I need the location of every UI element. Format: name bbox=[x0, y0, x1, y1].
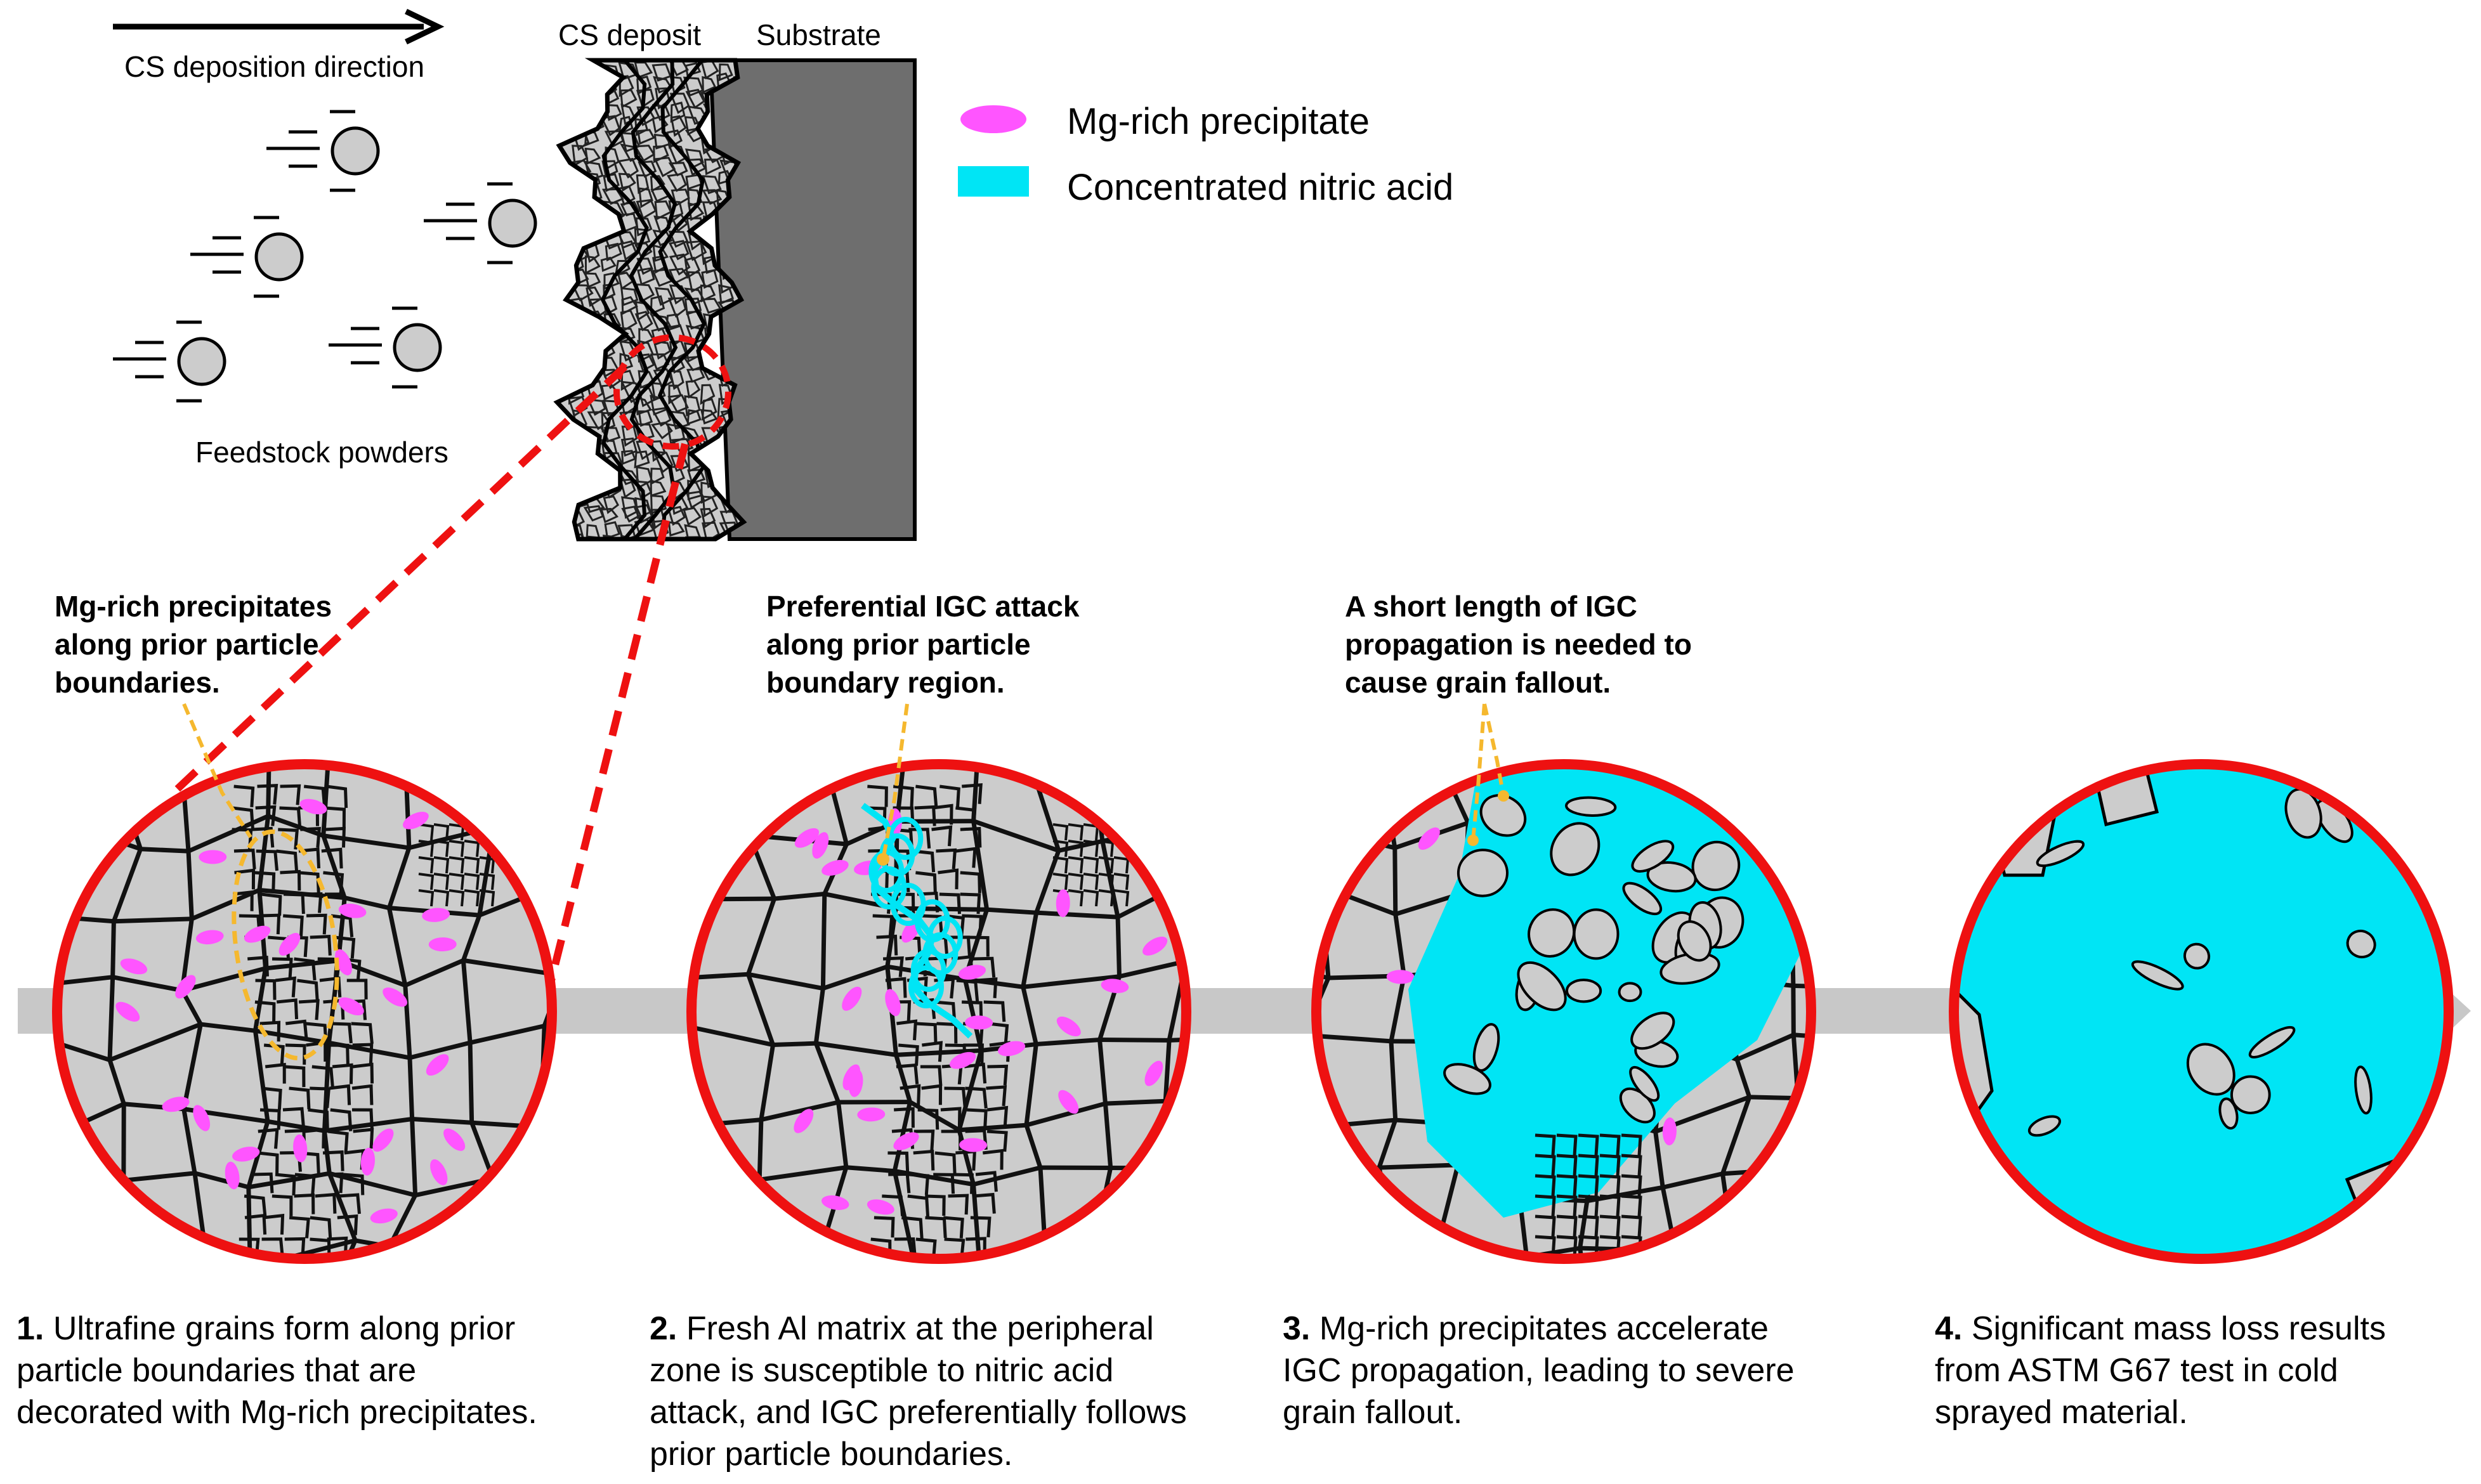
step-3-caption: 3. Mg-rich precipitates accelerate IGC p… bbox=[1283, 1308, 1795, 1433]
step-2-caption: 2. Fresh Al matrix at the peripheral zon… bbox=[650, 1308, 1187, 1475]
stage-3-microstructure bbox=[1233, 676, 1891, 1335]
step-4-number: 4. bbox=[1935, 1310, 1962, 1347]
legend-swatch-precipitate bbox=[960, 105, 1026, 133]
direction-label: CS deposition direction bbox=[124, 49, 424, 84]
callout-3: A short length of IGC propagation is nee… bbox=[1345, 587, 1692, 701]
step-1-caption: 1. Ultrafine grains form along prior par… bbox=[16, 1308, 537, 1433]
callout-2-line: along prior particle bbox=[766, 625, 1079, 663]
deposit-label: CS deposit bbox=[558, 18, 701, 52]
step-1-line: Ultrafine grains form along prior bbox=[53, 1310, 515, 1347]
step-1-line: decorated with Mg-rich precipitates. bbox=[16, 1391, 537, 1433]
particle-icon bbox=[190, 218, 302, 296]
step-4-line: Significant mass loss results bbox=[1972, 1310, 2386, 1347]
step-3-line: IGC propagation, leading to severe bbox=[1283, 1350, 1795, 1391]
step-2-line: Fresh Al matrix at the peripheral bbox=[686, 1310, 1154, 1347]
particle-icon bbox=[424, 184, 535, 263]
step-2-number: 2. bbox=[650, 1310, 677, 1347]
stage-4-microstructure bbox=[1954, 761, 2449, 1262]
callout-3-line: cause grain fallout. bbox=[1345, 663, 1692, 701]
step-2-line: prior particle boundaries. bbox=[650, 1433, 1187, 1475]
feedstock-label: Feedstock powders bbox=[195, 435, 448, 469]
callout-1-line: Mg-rich precipitates bbox=[55, 587, 332, 625]
step-3-line: grain fallout. bbox=[1283, 1391, 1795, 1433]
callout-1-line: boundaries. bbox=[55, 663, 332, 701]
step-4-line: sprayed material. bbox=[1935, 1391, 2386, 1433]
particle-icon bbox=[113, 322, 225, 401]
stage-1-microstructure bbox=[0, 681, 631, 1339]
particle-icon bbox=[266, 112, 378, 190]
legend-label-precipitate: Mg-rich precipitate bbox=[1067, 100, 1370, 143]
step-4-line: from ASTM G67 test in cold bbox=[1935, 1350, 2386, 1391]
step-1-number: 1. bbox=[16, 1310, 44, 1347]
step-3-line: Mg-rich precipitates accelerate bbox=[1319, 1310, 1769, 1347]
cs-deposit-substrate bbox=[557, 60, 915, 560]
callout-3-line: propagation is needed to bbox=[1345, 625, 1692, 663]
callout-1-line: along prior particle bbox=[55, 625, 332, 663]
stage-2-microstructure bbox=[605, 677, 1263, 1341]
callout-2-line: boundary region. bbox=[766, 663, 1079, 701]
callout-2: Preferential IGC attack along prior part… bbox=[766, 587, 1079, 701]
arrow-right-icon bbox=[113, 11, 438, 42]
step-1-line: particle boundaries that are bbox=[16, 1350, 537, 1391]
legend-label-acid: Concentrated nitric acid bbox=[1067, 166, 1453, 209]
step-2-line: attack, and IGC preferentially follows bbox=[650, 1391, 1187, 1433]
callout-3-line: A short length of IGC bbox=[1345, 587, 1692, 625]
step-2-line: zone is susceptible to nitric acid bbox=[650, 1350, 1187, 1391]
step-4-caption: 4. Significant mass loss results from AS… bbox=[1935, 1308, 2386, 1433]
substrate-label: Substrate bbox=[756, 18, 881, 52]
feedstock-powders bbox=[113, 112, 535, 401]
particle-icon bbox=[329, 308, 440, 387]
legend bbox=[958, 105, 1029, 197]
callout-2-line: Preferential IGC attack bbox=[766, 587, 1079, 625]
step-3-number: 3. bbox=[1283, 1310, 1310, 1347]
legend-swatch-acid bbox=[958, 166, 1029, 197]
callout-1: Mg-rich precipitates along prior particl… bbox=[55, 587, 332, 701]
